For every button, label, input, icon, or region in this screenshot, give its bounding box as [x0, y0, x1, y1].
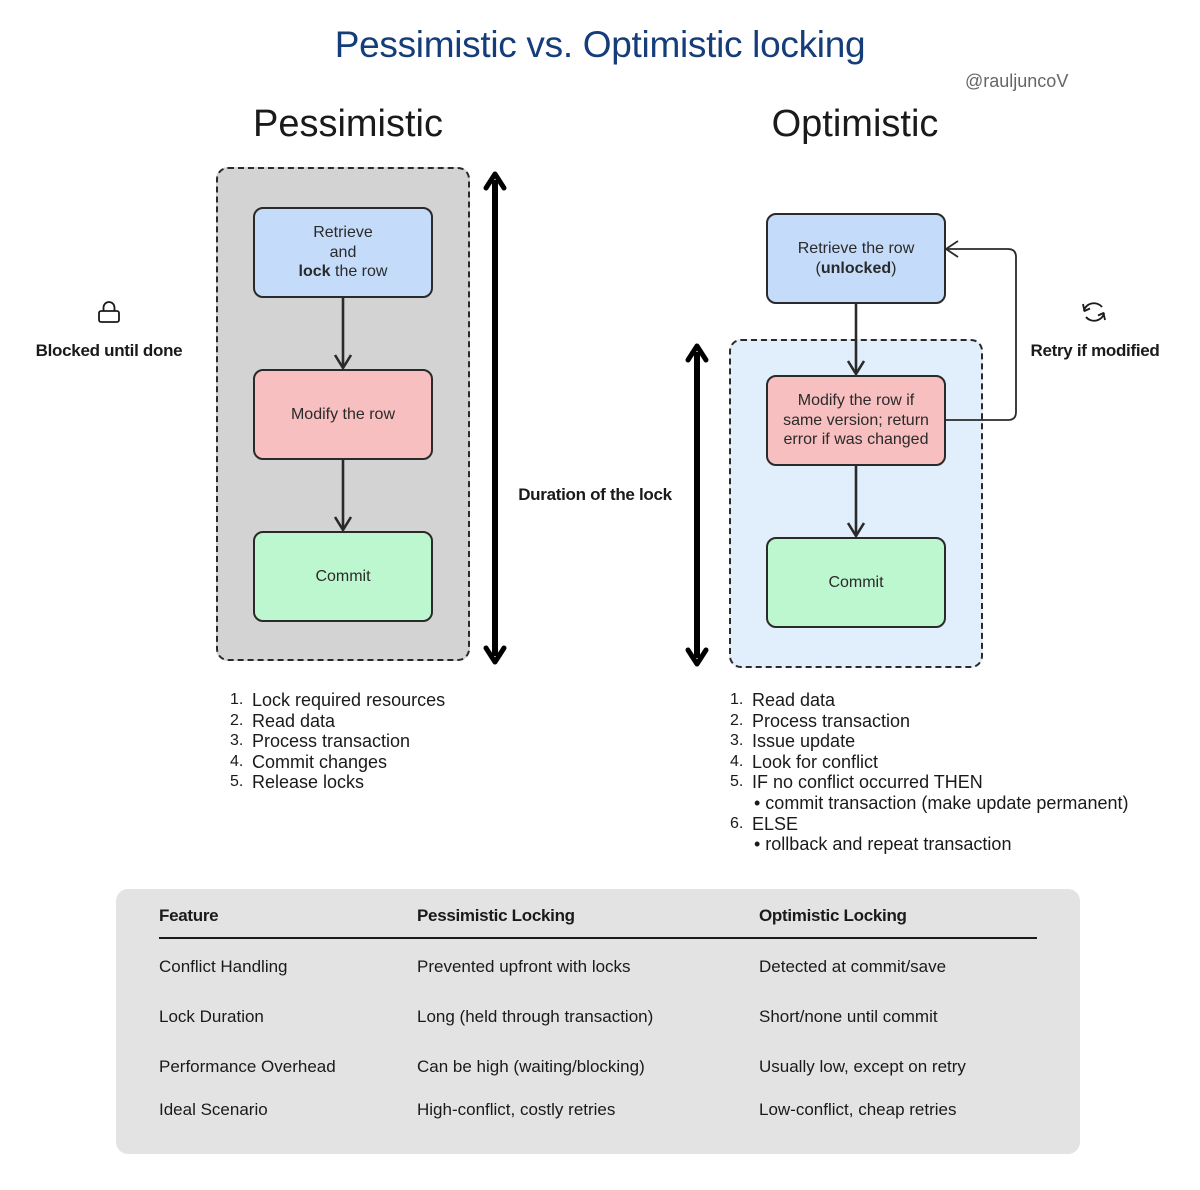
- list-subitem: • commit transaction (make update perman…: [754, 792, 1129, 813]
- list-item: 5.IF no conflict occurred THEN: [730, 772, 983, 793]
- commit-label: Commit: [315, 567, 371, 585]
- lock-icon: [96, 299, 122, 325]
- retrieve-line1: Retrieve: [313, 224, 373, 242]
- list-item: 1.Read data: [730, 690, 836, 710]
- unlocked-keyword: unlocked: [820, 259, 892, 277]
- optimistic-heading: Optimistic: [771, 103, 939, 145]
- pessimistic-modify-node: Modify the row: [253, 369, 433, 460]
- list-item: 3.Process transaction: [230, 731, 411, 752]
- pessimistic-retrieve-node: Retrieve and lock the row: [253, 207, 433, 298]
- lock-keyword: lock: [298, 263, 331, 281]
- retrieve-line2: and: [329, 243, 357, 261]
- retrieve-line1: Retrieve the row: [797, 240, 915, 257]
- table-header-optimistic: Optimistic Locking: [759, 906, 907, 925]
- refresh-icon: [1080, 299, 1108, 325]
- author-handle: @rauljuncoV: [965, 71, 1069, 91]
- blocked-until-done-label: Blocked until done: [35, 341, 183, 360]
- modify-label: Modify the row: [290, 405, 396, 423]
- table-header-feature: Feature: [159, 906, 219, 925]
- modify-line2: same version; return: [783, 411, 929, 429]
- list-item: 5.Release locks: [230, 772, 365, 793]
- comparison-table: Feature Pessimistic Locking Optimistic L…: [116, 889, 1080, 1154]
- pessimistic-heading: Pessimistic: [252, 103, 444, 145]
- page-title: Pessimistic vs. Optimistic locking: [334, 24, 866, 65]
- list-item: 6.ELSE: [730, 813, 799, 834]
- paren-close: ): [891, 259, 897, 277]
- list-subitem: • rollback and repeat transaction: [754, 834, 1012, 855]
- modify-line1: Modify the row if: [797, 392, 915, 410]
- optimistic-commit-node: Commit: [766, 537, 946, 628]
- paren-open: (: [815, 259, 821, 277]
- optimistic-duration-arrow: [685, 343, 709, 667]
- modify-line3: error if was changed: [783, 431, 929, 449]
- duration-of-lock-label: Duration of the lock: [518, 485, 672, 504]
- list-item: 4.Commit changes: [230, 751, 388, 772]
- commit-label: Commit: [828, 573, 884, 591]
- list-item: 4.Look for conflict: [730, 751, 879, 772]
- table-header-divider: [159, 937, 1037, 939]
- pessimistic-duration-arrow: [483, 171, 507, 665]
- pessimistic-commit-node: Commit: [253, 531, 433, 622]
- list-item: 3.Issue update: [730, 731, 856, 752]
- retry-if-modified-label: Retry if modified: [1030, 341, 1160, 360]
- list-item: 1.Lock required resources: [230, 690, 446, 710]
- optimistic-modify-node: Modify the row if same version; return e…: [766, 375, 946, 466]
- table-header-pessimistic: Pessimistic Locking: [417, 906, 575, 925]
- list-item: 2.Read data: [230, 710, 336, 731]
- list-item: 2.Process transaction: [730, 710, 911, 731]
- optimistic-steps-list: 1.Read data 2.Process transaction 3.Issu…: [730, 690, 1128, 855]
- optimistic-retrieve-node: Retrieve the row (unlocked): [766, 213, 946, 304]
- retrieve-rest: the row: [330, 263, 388, 281]
- pessimistic-steps-list: 1.Lock required resources 2.Read data 3.…: [230, 690, 445, 793]
